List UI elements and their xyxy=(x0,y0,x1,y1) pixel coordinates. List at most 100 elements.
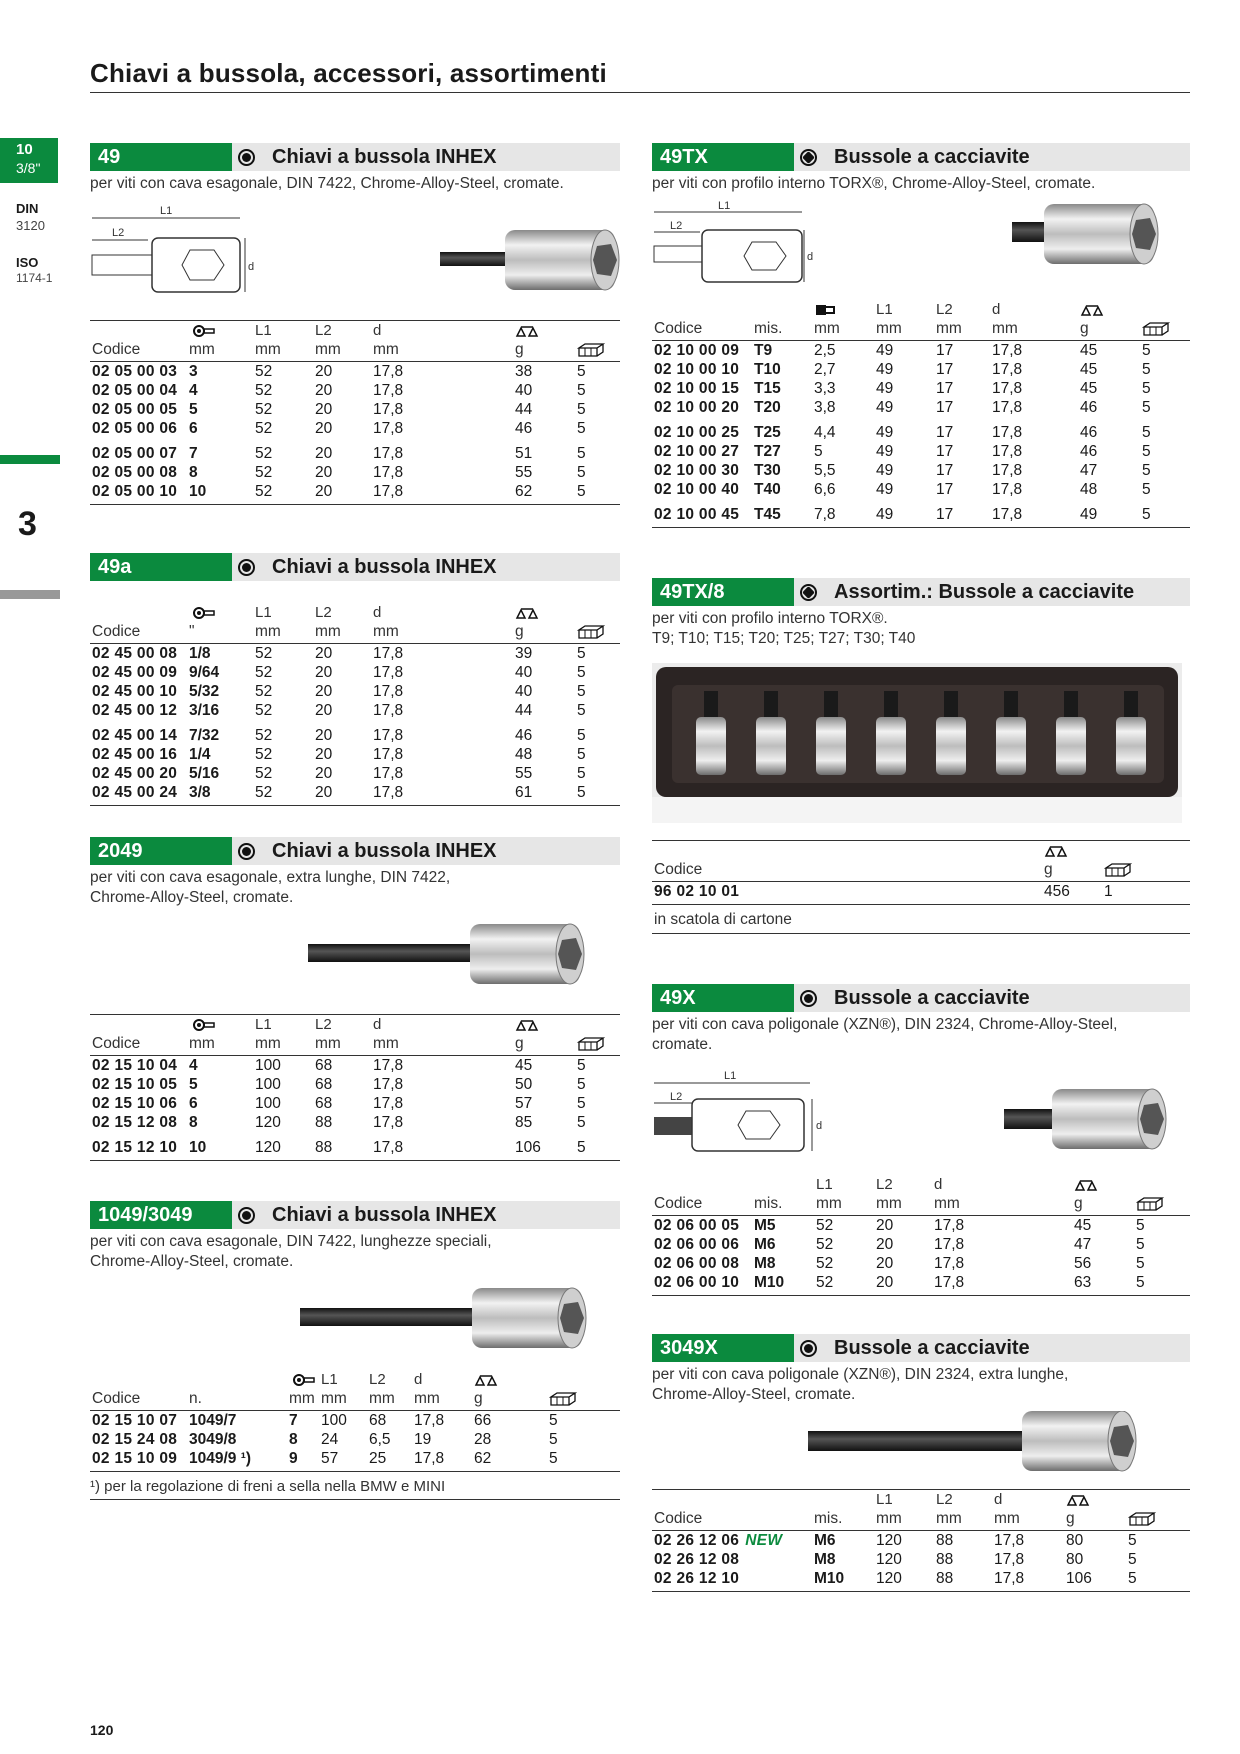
din-value: 3120 xyxy=(16,218,45,233)
value-cell: 5 xyxy=(577,363,586,380)
value-cell: 17,8 xyxy=(373,382,404,399)
value-cell: 7 xyxy=(189,445,198,462)
value-cell: 5 xyxy=(577,664,586,681)
value-cell: 20 xyxy=(874,1273,932,1296)
value-cell: 4,4 xyxy=(814,424,836,441)
page-title: Chiavi a bussola, accessori, assortiment… xyxy=(90,58,607,88)
code-cell: 02 06 00 10 xyxy=(652,1273,752,1296)
description: per viti con profilo interno TORX®.T9; T… xyxy=(652,610,916,647)
code-cell: 02 05 00 06 xyxy=(92,420,178,437)
value-cell: 5 xyxy=(577,1076,586,1093)
value-cell: 52 xyxy=(253,783,313,806)
article-number: 49 xyxy=(90,143,232,171)
description: per viti con cava poligonale (XZN®), DIN… xyxy=(652,1366,1069,1403)
value-cell: 5 xyxy=(577,1114,586,1131)
value-cell: 5 xyxy=(577,464,586,481)
value-cell: 17,8 xyxy=(373,401,404,418)
value-cell: 17 xyxy=(936,399,954,416)
value-cell: M5 xyxy=(754,1217,776,1234)
value-cell: 52 xyxy=(255,420,273,437)
package-icon xyxy=(578,343,604,357)
section-header: 2049 Chiavi a bussola INHEX xyxy=(90,837,620,865)
value-cell: 88 xyxy=(315,1114,333,1131)
code-cell: 02 06 00 06 xyxy=(654,1236,740,1253)
iso-label: ISO xyxy=(16,255,39,270)
value-cell: 5 xyxy=(549,1431,558,1448)
hex-socket-icon xyxy=(238,559,255,576)
value-cell: 5/16 xyxy=(189,765,220,782)
l2-label: L2 xyxy=(112,227,124,239)
value-cell: 9/64 xyxy=(189,664,220,681)
value-cell: 80 xyxy=(1066,1532,1084,1549)
value-cell: 17,8 xyxy=(373,702,404,719)
svg-text:d: d xyxy=(816,1120,822,1132)
value-cell: 2,7 xyxy=(814,361,836,378)
value-cell: 5 xyxy=(577,445,586,462)
value-cell: 100 xyxy=(255,1095,281,1112)
value-cell: 120 xyxy=(876,1532,902,1549)
value-cell: 120 xyxy=(253,1132,313,1161)
value-cell: 5 xyxy=(1142,443,1151,460)
product-illustration: L1 L2 d xyxy=(652,1061,1190,1161)
torx-bit-socket xyxy=(936,691,966,775)
value-cell: 100 xyxy=(321,1412,347,1429)
value-cell: 2,5 xyxy=(814,342,836,359)
weight-icon xyxy=(1045,846,1067,857)
value-cell: 20 xyxy=(313,783,371,806)
article-number: 49TX/8 xyxy=(652,578,794,606)
section-title: Chiavi a bussola INHEX xyxy=(272,146,497,168)
code-cell: 02 06 00 08 xyxy=(654,1255,740,1272)
value-cell: 5 xyxy=(575,1132,620,1161)
value-cell: 7 xyxy=(289,1412,298,1429)
value-cell: 20 xyxy=(876,1255,894,1272)
svg-text:d: d xyxy=(807,251,813,263)
value-cell: 51 xyxy=(515,445,533,462)
page-number: 120 xyxy=(90,1722,114,1738)
weight-icon xyxy=(1075,1180,1097,1191)
value-cell: 20 xyxy=(315,727,333,744)
value-cell: 20 xyxy=(315,464,333,481)
value-cell: 17,8 xyxy=(373,746,404,763)
value-cell: 20 xyxy=(876,1217,894,1234)
value-cell: 57 xyxy=(319,1449,367,1472)
code-cell: 02 05 00 04 xyxy=(92,382,178,399)
value-cell: 49 xyxy=(874,499,934,528)
value-cell: 17,8 xyxy=(371,783,513,806)
value-cell: 46 xyxy=(515,420,533,437)
value-cell: 4 xyxy=(189,382,198,399)
value-cell: 52 xyxy=(816,1217,834,1234)
weight-icon xyxy=(516,326,538,337)
code-cell: 02 05 00 07 xyxy=(92,445,178,462)
code-cell: 02 05 00 03 xyxy=(92,363,178,380)
value-cell: 52 xyxy=(255,765,273,782)
value-cell: 5 xyxy=(189,401,198,418)
value-cell: 5 xyxy=(577,420,586,437)
description: per viti con cava esagonale, DIN 7422, C… xyxy=(90,175,564,192)
value-cell: 106 xyxy=(1064,1569,1126,1592)
value-cell: 17,8 xyxy=(992,1569,1064,1592)
value-cell: 17,8 xyxy=(932,1273,1072,1296)
value-cell: M6 xyxy=(754,1236,776,1253)
article-number: 1049/3049 xyxy=(90,1201,232,1229)
value-cell: 20 xyxy=(315,645,333,662)
value-cell: 120 xyxy=(255,1114,281,1131)
value-cell: 5,5 xyxy=(814,462,836,479)
value-cell: 63 xyxy=(1072,1273,1134,1296)
code-cell: 02 15 24 08 xyxy=(92,1431,178,1448)
value-cell: 47 xyxy=(1080,462,1098,479)
torx-bit-socket xyxy=(996,691,1026,775)
torx-bit-socket xyxy=(1116,691,1146,775)
value-cell: 4 xyxy=(189,1057,198,1074)
value-cell: 68 xyxy=(369,1412,387,1429)
din-label: DIN xyxy=(16,201,39,216)
value-cell: M10 xyxy=(752,1273,814,1296)
